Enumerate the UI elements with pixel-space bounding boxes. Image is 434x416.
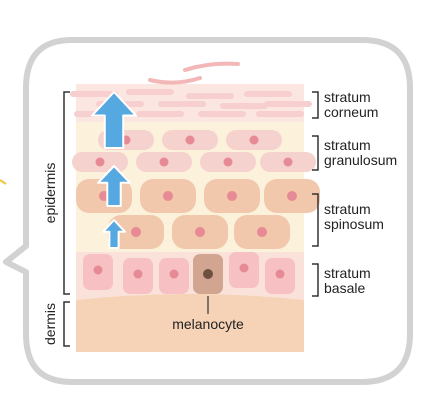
cell-nucleus [223, 157, 233, 167]
epidermis-bracket [63, 91, 70, 295]
up-arrow-icon [97, 165, 131, 207]
cell-nucleus [131, 227, 141, 237]
cell-nucleus [93, 265, 103, 275]
cell-nucleus [227, 191, 237, 201]
cell-nucleus [257, 227, 267, 237]
dermis-layer [76, 294, 304, 352]
cell-nucleus [163, 191, 173, 201]
cell-nucleus [249, 135, 259, 145]
cell-nucleus [275, 269, 285, 279]
spinosum-bracket [312, 193, 319, 247]
dermis-bracket [63, 301, 70, 347]
corneum-flake [244, 91, 292, 97]
corneum-label-line1: stratum [324, 89, 371, 105]
cell-nucleus [169, 269, 179, 279]
corneum-flake [158, 101, 206, 107]
spinosum-label-line1: stratum [324, 201, 371, 217]
cell-nucleus [159, 157, 169, 167]
corneum-bracket [312, 91, 319, 119]
cell-nucleus [239, 263, 249, 273]
cell-nucleus [287, 191, 297, 201]
basale-bracket [312, 263, 319, 297]
corneum-flake [186, 93, 234, 99]
corneum-flake [264, 101, 312, 107]
cell-nucleus [283, 157, 293, 167]
granulosum-bracket [312, 135, 319, 171]
yellow-tick-mark [0, 179, 7, 185]
cell-nucleus [195, 227, 205, 237]
dermis-label: dermis [42, 303, 58, 345]
up-arrow-icon [91, 91, 137, 149]
up-arrow-icon [102, 219, 126, 249]
corneum-flake [70, 91, 118, 97]
corneum-flake [183, 61, 240, 72]
basale-label-line2: basale [324, 280, 365, 296]
corneum-flake [198, 111, 246, 117]
corneum-flake [256, 111, 304, 117]
cell-nucleus [185, 135, 195, 145]
cell-nucleus [133, 269, 143, 279]
corneum-label-line2: corneum [324, 104, 378, 120]
basale-label-line1: stratum [324, 265, 371, 281]
epidermis-label: epidermis [42, 163, 58, 224]
granulosum-label-line1: stratum [324, 137, 371, 153]
corneum-flake [136, 111, 184, 117]
corneum-flake [126, 89, 174, 95]
cell-nucleus [95, 157, 105, 167]
spinosum-label-line2: spinosum [324, 216, 384, 232]
corneum-flake [148, 76, 202, 85]
corneum-flake [220, 103, 268, 109]
melanocyte-nucleus [203, 269, 213, 279]
granulosum-label-line2: granulosum [324, 152, 397, 168]
melanocyte-label: melanocyte [172, 316, 244, 332]
